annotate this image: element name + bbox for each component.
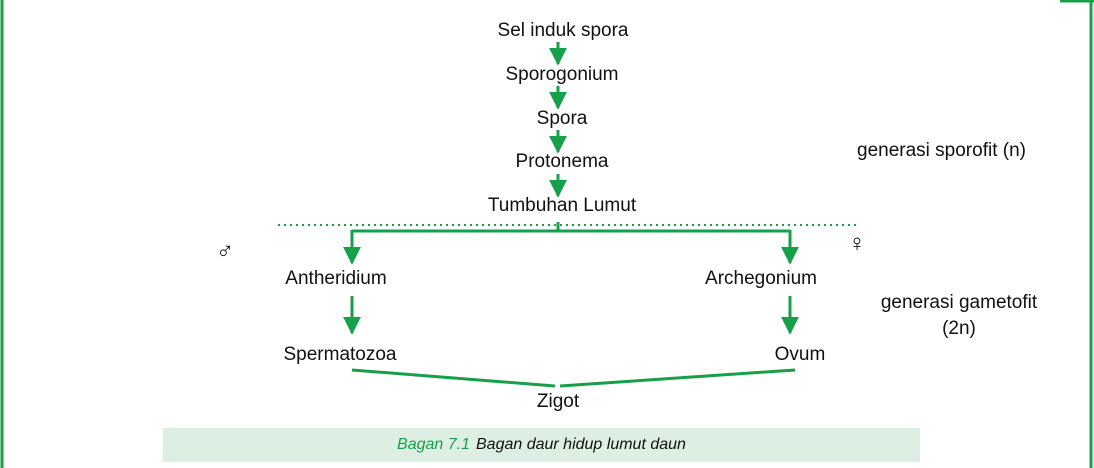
node-sel-induk-spora: Sel induk spora [497, 20, 629, 41]
caption-text: Bagan daur hidup lumut daun [476, 436, 686, 453]
caption-number: Bagan 7.1 [397, 436, 470, 453]
node-protonema: Protonema [515, 151, 609, 172]
label-gametofit-line1: generasi gametofit [880, 292, 1038, 313]
node-sporogonium: Sporogonium [505, 64, 619, 85]
merge-line-right [559, 368, 796, 388]
label-generasi-sporofit: generasi sporofit (n) [857, 140, 1026, 161]
figure-caption: Bagan 7.1 Bagan daur hidup lumut daun [163, 428, 920, 462]
node-tumbuhan-lumut: Tumbuhan Lumut [487, 195, 637, 216]
node-zigot: Zigot [536, 391, 580, 412]
label-generasi-gametofit: generasi gametofit (2n) [855, 290, 1063, 342]
node-ovum: Ovum [774, 344, 826, 365]
label-gametofit-line2: (2n) [942, 318, 976, 339]
female-symbol-icon: ♀ [848, 230, 866, 257]
node-spora: Spora [536, 108, 588, 129]
node-antheridium: Antheridium [285, 268, 387, 289]
merge-line-left [351, 368, 556, 388]
male-symbol-icon: ♂ [216, 238, 234, 265]
node-archegonium: Archegonium [705, 268, 817, 289]
node-spermatozoa: Spermatozoa [283, 344, 397, 365]
